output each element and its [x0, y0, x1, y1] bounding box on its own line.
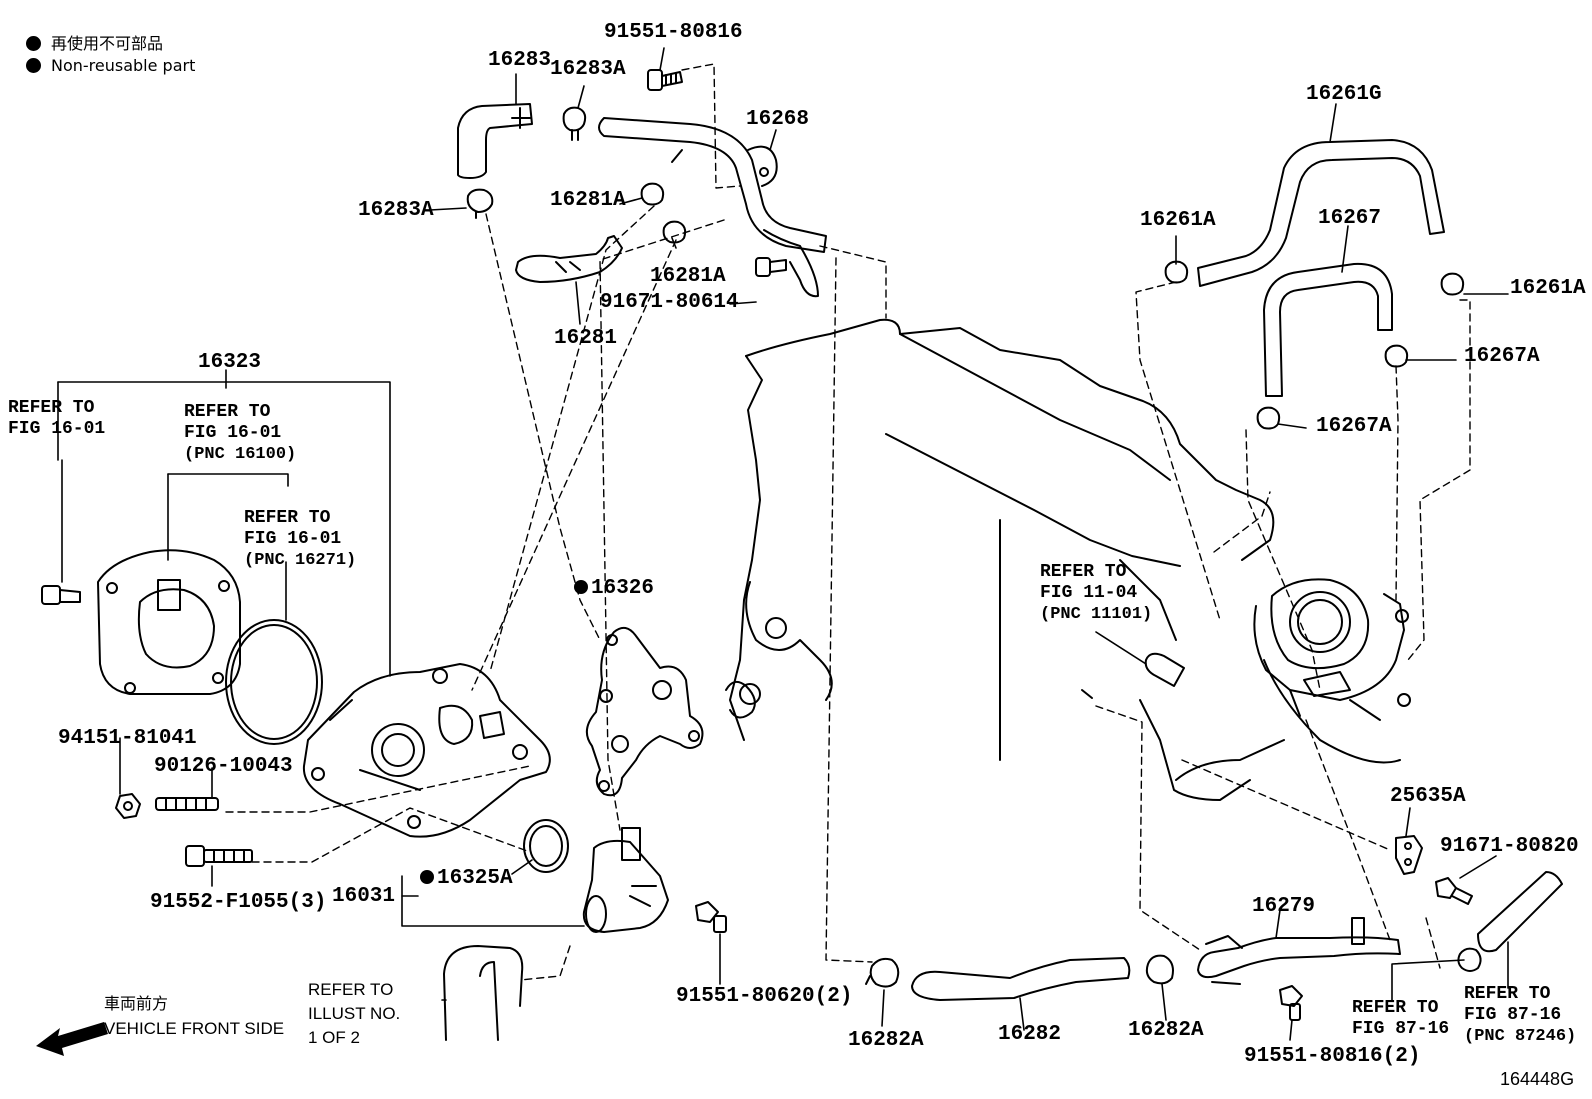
bolt-91671-80820 [1435, 877, 1473, 905]
refer-fig-16-01[interactable]: REFER TO FIG 16-01 [8, 398, 106, 439]
part-label-16267[interactable]: 16267 [1318, 207, 1382, 230]
vehicle-front-jp: 車両前方 [104, 994, 169, 1013]
pipe-16279 [1197, 917, 1401, 985]
part-label-91551-80816-2[interactable]: 91551-80816(2) [1244, 1045, 1421, 1068]
clamp-16267A-left [1256, 406, 1281, 430]
clamp-16281A-lower [662, 220, 687, 244]
part-label-16031[interactable]: 16031 [332, 885, 396, 908]
o-ring-16325A [523, 819, 569, 873]
pump-cover [97, 549, 241, 695]
throttle-body [1253, 578, 1411, 764]
part-label-91551-80620[interactable]: 91551-80620(2) [676, 985, 853, 1008]
hose-16283 [457, 103, 533, 179]
clamp-16281A-upper [640, 182, 665, 206]
clamp-16282A-left [865, 957, 900, 988]
clamp-16261A-right [1440, 272, 1465, 296]
illustration-id: 164448G [1500, 1069, 1575, 1089]
part-label-16283A[interactable]: 16283A [550, 58, 626, 81]
hose-16281 [515, 235, 623, 283]
part-label-16323[interactable]: 16323 [198, 351, 262, 374]
refer-fig-16-01-pnc-16100[interactable]: REFER TO FIG 16-01 (PNC 16100) [184, 402, 297, 464]
part-label-16267A[interactable]: 16267A [1464, 345, 1540, 368]
clamp-16267A-right [1384, 344, 1409, 368]
hose-16282 [911, 957, 1131, 1001]
part-label-16281A[interactable]: 16281A [550, 189, 626, 212]
clamp-16261A-left [1164, 260, 1189, 284]
clamp-refer-fig-87-16 [1457, 947, 1482, 972]
part-label-91671-80820[interactable]: 91671-80820 [1440, 835, 1579, 858]
non-reusable-dot-icon [574, 580, 588, 594]
hose-16267 [1263, 262, 1393, 397]
part-label-16282[interactable]: 16282 [998, 1023, 1062, 1046]
non-reusable-dot-icon [26, 58, 41, 73]
clamp-16283A-top [562, 106, 587, 141]
refer-fig-87-16-pnc-87246[interactable]: REFER TO FIG 87-16 (PNC 87246) [1464, 984, 1577, 1046]
part-label-16261G[interactable]: 16261G [1306, 83, 1382, 106]
leader-lines [57, 47, 1509, 1041]
part-label-16325A[interactable]: 16325A [420, 868, 513, 889]
part-label-16261A[interactable]: 16261A [1140, 209, 1216, 232]
part-label-94151-81041[interactable]: 94151-81041 [58, 727, 197, 750]
part-label-16281A[interactable]: 16281A [650, 265, 726, 288]
vehicle-front-en: VEHICLE FRONT SIDE [104, 1019, 285, 1038]
legend-en: Non-reusable part [26, 56, 195, 75]
part-label-90126-10043[interactable]: 90126-10043 [154, 755, 293, 778]
bolt-91551-80620 [695, 901, 727, 933]
part-label-16267A[interactable]: 16267A [1316, 415, 1392, 438]
part-label-91552-F1055[interactable]: 91552-F1055(3) [150, 891, 327, 914]
bolt-refer-fig-16-01 [41, 585, 81, 605]
part-label-16326[interactable]: 16326 [574, 578, 654, 599]
part-label-16281[interactable]: 16281 [554, 327, 618, 350]
part-label-16282A[interactable]: 16282A [848, 1029, 924, 1052]
hose-lower-left [443, 945, 524, 1041]
hose-16261G [1197, 139, 1445, 287]
water-pump-16323 [302, 663, 551, 838]
refer-fig-87-16[interactable]: REFER TO FIG 87-16 [1352, 998, 1450, 1039]
dashed-lines [225, 63, 1471, 981]
outlet-16031 [582, 827, 669, 933]
part-label-25635A[interactable]: 25635A [1390, 785, 1466, 808]
part-label-16283[interactable]: 16283 [488, 49, 552, 72]
gasket-ring [225, 619, 323, 745]
bolt-91671-80614 [755, 257, 787, 277]
nut-94151-81041 [115, 793, 141, 819]
refer-illust-1-of-2[interactable]: REFER TO ILLUST NO. 1 OF 2 [308, 980, 401, 1047]
legend-jp: 再使用不可部品 [26, 30, 163, 54]
part-label-16261A[interactable]: 16261A [1510, 277, 1586, 300]
clamp-16282A-right [1145, 954, 1174, 985]
part-label-16282A[interactable]: 16282A [1128, 1019, 1204, 1042]
clamp-16283A-left [466, 188, 494, 219]
refer-fig-11-04-pnc-11101[interactable]: REFER TO FIG 11-04 (PNC 11101) [1040, 562, 1153, 624]
part-label-91551-80816[interactable]: 91551-80816 [604, 21, 743, 44]
bolt-91551-80816-top [647, 69, 683, 91]
gasket-16326 [585, 626, 704, 797]
part-label-91671-80614[interactable]: 91671-80614 [600, 291, 739, 314]
pipe-16268 [598, 117, 827, 298]
bolt-91551-80816-bottom [1279, 985, 1303, 1021]
refer-fig-16-01-pnc-16271[interactable]: REFER TO FIG 16-01 (PNC 16271) [244, 508, 357, 570]
vehicle-front-arrow-icon [36, 1022, 108, 1056]
part-label-16283A[interactable]: 16283A [358, 199, 434, 222]
pipe-stub-refer-11-04 [1081, 652, 1185, 699]
stud-90126-10043 [155, 797, 219, 811]
bolt-91552-F1055 [185, 845, 253, 867]
bracket-25635A [1395, 835, 1423, 875]
engine-block [725, 318, 1285, 801]
part-label-16279[interactable]: 16279 [1252, 895, 1316, 918]
part-label-16268[interactable]: 16268 [746, 108, 810, 131]
hose-refer-pnc-87246 [1477, 871, 1563, 953]
non-reusable-dot-icon [26, 36, 41, 51]
non-reusable-dot-icon [420, 870, 434, 884]
